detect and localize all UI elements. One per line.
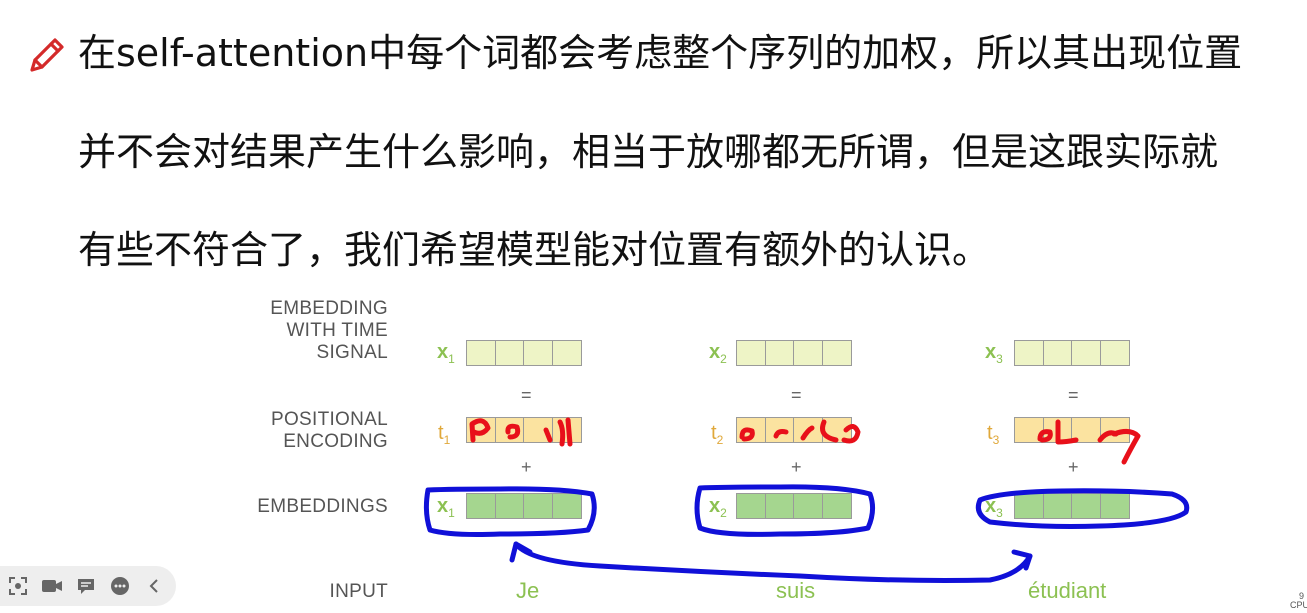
row-label-embeddings: EMBEDDINGS	[257, 496, 388, 517]
row-label-input: INPUT	[329, 581, 388, 602]
x1-embedding-vector	[466, 493, 582, 519]
input-word-etudiant: étudiant	[1028, 578, 1107, 603]
x2-embedding-symbol: x2	[709, 495, 727, 520]
red-scribbles	[469, 417, 1141, 465]
equals-sign-2: =	[791, 385, 802, 405]
x3-signal-vector	[1014, 340, 1130, 366]
more-icon[interactable]	[108, 574, 132, 598]
corner-status: 9 CPU	[1290, 591, 1307, 610]
x2-signal-symbol: x2	[709, 341, 727, 366]
x3-signal-symbol: x3	[985, 341, 1003, 366]
camera-icon[interactable]	[40, 574, 64, 598]
screenshot-icon[interactable]	[6, 574, 30, 598]
input-word-suis: suis	[776, 578, 816, 603]
note-line-3: 有些不符合了，我们希望模型能对位置有额外的认识。	[78, 228, 991, 272]
note-line-2: 并不会对结果产生什么影响，相当于放哪都无所谓，但是这跟实际就	[78, 130, 1219, 174]
t3-symbol: t3	[987, 422, 1000, 447]
x1-embedding-symbol: x1	[437, 495, 455, 520]
comment-icon[interactable]	[74, 574, 98, 598]
row-label-embedding-with-time-signal: EMBEDDING WITH TIME SIGNAL	[270, 298, 388, 363]
equals-sign-1: =	[521, 385, 532, 405]
x1-signal-vector	[466, 340, 582, 366]
t2-symbol: t2	[711, 422, 724, 447]
x2-embedding-vector	[736, 493, 852, 519]
collapse-icon[interactable]	[142, 574, 166, 598]
x1-signal-symbol: x1	[437, 341, 455, 366]
plus-sign-2: +	[791, 457, 802, 477]
pencil-icon	[30, 38, 64, 72]
x2-signal-vector	[736, 340, 852, 366]
floating-toolbar	[0, 566, 176, 606]
plus-sign-3: +	[1068, 457, 1079, 477]
plus-sign-1: +	[521, 457, 532, 477]
input-word-je: Je	[516, 578, 540, 603]
t1-symbol: t1	[438, 422, 451, 447]
blue-circles-and-arrow	[423, 484, 1190, 583]
x3-embedding-vector	[1014, 493, 1130, 519]
note-line-1: 在self-attention中每个词都会考虑整个序列的加权，所以其出现位置	[78, 31, 1243, 75]
x3-embedding-symbol: x3	[985, 495, 1003, 520]
row-label-positional-encoding: POSITIONAL ENCODING	[270, 409, 388, 452]
equals-sign-3: =	[1068, 385, 1079, 405]
